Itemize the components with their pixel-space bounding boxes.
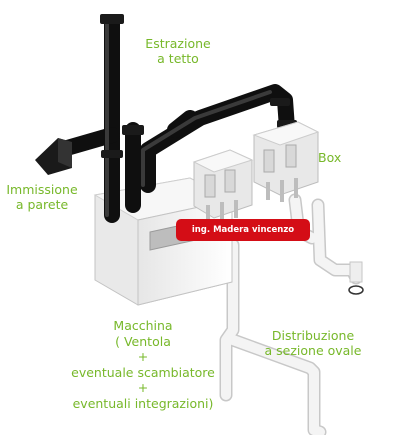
plenum-box-right — [252, 121, 320, 202]
distribution-ducts — [219, 193, 363, 435]
author-badge: ing. Madera vincenzo — [176, 219, 310, 241]
label-line: + — [137, 349, 149, 364]
label-line: a sezione ovale — [264, 343, 362, 358]
label-line: eventuali integrazioni) — [72, 395, 214, 411]
label-line: eventuale scambiatore — [71, 364, 215, 380]
label-line: Distribuzione — [271, 328, 355, 343]
label-distribuzione: Distribuzione a sezione ovale — [258, 328, 368, 358]
label-box: Box — [318, 150, 348, 165]
plenum-box-left — [192, 149, 254, 222]
pipe-joints — [100, 14, 297, 158]
wall-intake-grille — [35, 138, 72, 175]
label-line: a parete — [15, 197, 69, 212]
label-line: Estrazione — [145, 36, 211, 51]
siphon-fitting — [348, 261, 364, 295]
label-line: Box — [318, 150, 342, 165]
label-estrazione: Estrazione a tetto — [138, 36, 218, 66]
label-line: Immissione — [6, 182, 78, 197]
label-immissione: Immissione a parete — [2, 182, 82, 212]
label-line: Macchina — [113, 318, 173, 333]
label-macchina: Macchina ( Ventola + eventuale scambiato… — [58, 318, 228, 411]
label-line: + — [137, 380, 149, 395]
label-line: ( Ventola — [115, 333, 171, 349]
label-line: a tetto — [157, 51, 199, 66]
